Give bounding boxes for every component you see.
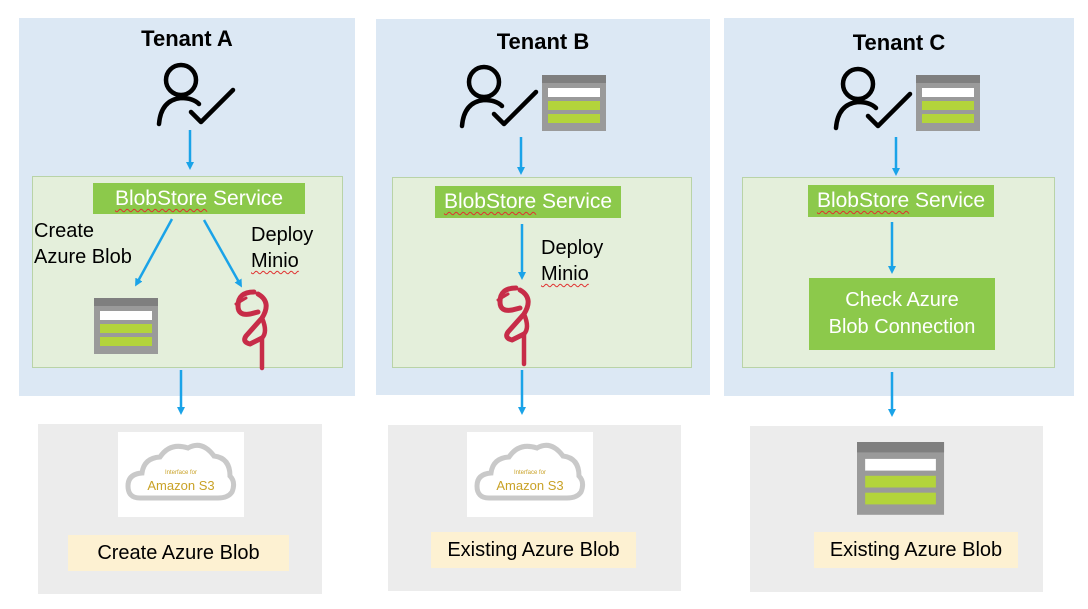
tenant-b-blobstore-service-label: BlobStore Service [435,186,621,218]
s3-small-text: Interface for [164,470,197,476]
amazon-s3-cloud-icon [125,442,237,501]
tenant-a-minio-icon [236,292,266,368]
tenant-b-bottom-label: Existing Azure Blob [431,532,636,568]
tenant-b-minio-icon [498,288,528,364]
tenant-a-blobstore-service-label: BlobStore Service [93,183,305,214]
tenant-a-s3-card: Interface for Amazon S3 [118,432,244,517]
tenant-b-s3-card: Interface for Amazon S3 [467,432,593,517]
amazon-s3-cloud-icon [474,442,586,501]
tenant-a-created-blob-icon [94,298,158,354]
s3-big-text: Amazon S3 [496,478,564,493]
tenant-b-deploy-step-text: Deploy Minio [541,237,604,285]
tenant-c-title: Tenant C [852,30,946,55]
arrow-a-service-to-blob [135,218,174,287]
tenant-c-bottom-label: Existing Azure Blob [814,532,1018,568]
tenant-a-user-check-icon [159,65,233,124]
tenant-c-azure-blob-icon [916,75,980,131]
tenant-c-check-connection-box: Check Azure Blob Connection [809,278,995,350]
s3-big-text: Amazon S3 [147,478,215,493]
tenant-a-title: Tenant A [141,26,233,51]
s3-small-text: Interface for [513,470,546,476]
tenant-c-user-check-icon [836,69,910,128]
tenant-c-existing-blob-icon [857,442,945,515]
tenant-b-azure-blob-icon [542,75,606,131]
tenant-c-blobstore-service-label: BlobStore Service [808,185,994,217]
tenant-a-deploy-step-text: Deploy Minio [251,224,314,272]
tenant-a-bottom-label: Create Azure Blob [68,535,289,571]
tenant-b-title: Tenant B [496,29,590,54]
tenant-a-create-step-text: Create Azure Blob [34,220,132,268]
arrow-a-service-to-minio [202,219,242,288]
tenant-b-user-check-icon [462,67,536,126]
